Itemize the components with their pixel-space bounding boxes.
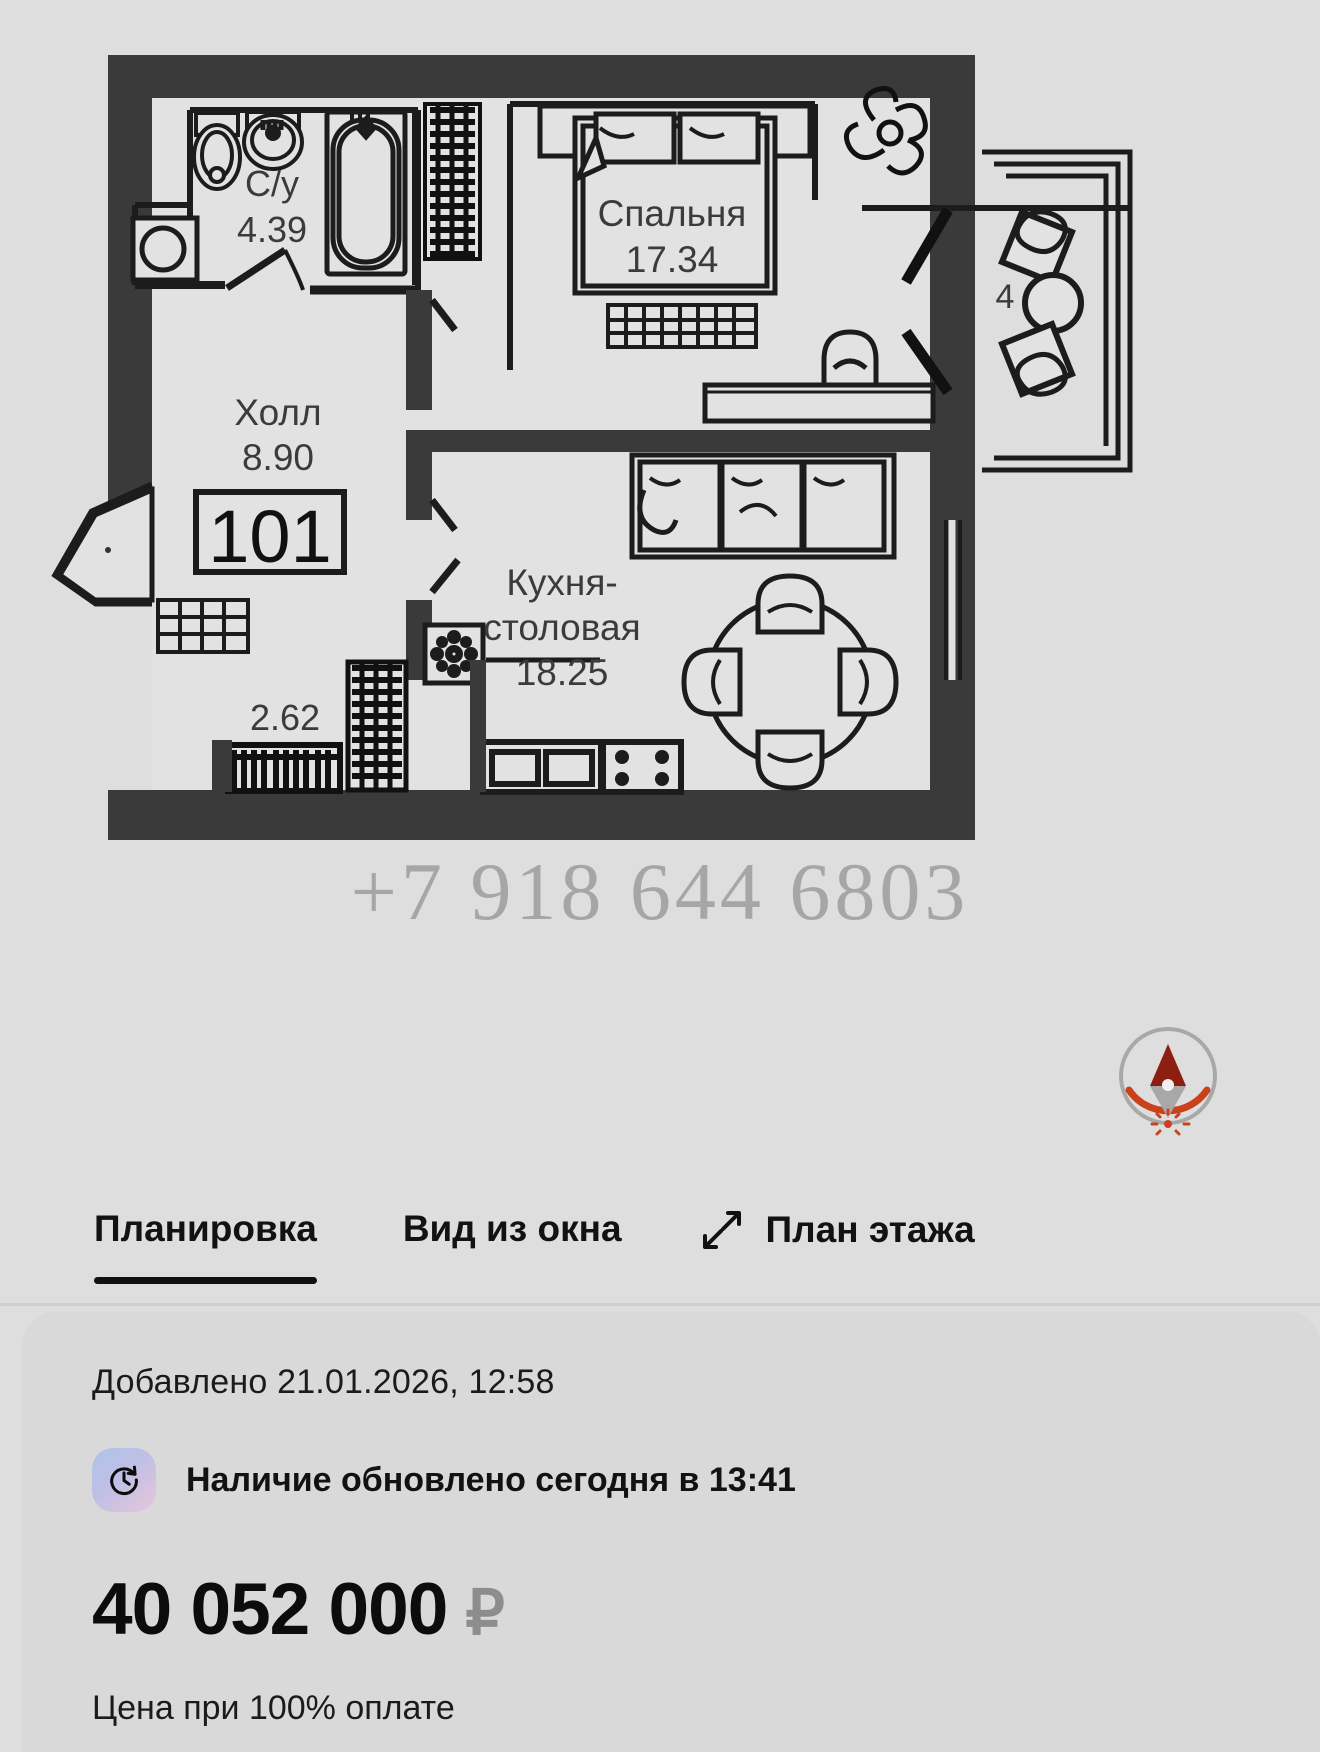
svg-text:2.62: 2.62 — [250, 697, 320, 738]
svg-text:Холл: Холл — [234, 392, 321, 433]
svg-text:Кухня-: Кухня- — [506, 562, 617, 603]
floor-plan-viewport[interactable]: С/у 4.39 Спальня 17.34 Холл 8.90 101 Кух… — [0, 0, 1320, 1190]
svg-text:4: 4 — [996, 278, 1015, 316]
svg-text:17.34: 17.34 — [626, 239, 719, 280]
tab-plan-etazha[interactable]: План этажа — [700, 1190, 975, 1252]
svg-text:С/у: С/у — [245, 163, 299, 204]
price-currency: ₽ — [465, 1579, 505, 1648]
svg-text:8.90: 8.90 — [242, 437, 314, 478]
tab-vid-iz-okna-label: Вид из окна — [402, 1208, 622, 1249]
svg-text:101: 101 — [208, 495, 331, 578]
compass-icon[interactable] — [1108, 1018, 1228, 1138]
added-date: Добавлено 21.01.2026, 12:58 — [92, 1363, 555, 1401]
svg-text:4.39: 4.39 — [237, 209, 307, 250]
history-clock-icon — [92, 1448, 156, 1512]
svg-text:Спальня: Спальня — [598, 193, 747, 234]
price-row: 40 052 000 ₽ — [92, 1568, 1320, 1651]
active-tab-indicator — [94, 1277, 317, 1284]
view-tabs: Планировка Вид из окна План этажа — [0, 1190, 1320, 1303]
svg-text:18.25: 18.25 — [516, 652, 609, 693]
svg-text:столовая: столовая — [483, 607, 640, 648]
availability-row: Наличие обновлено сегодня в 13:41 — [92, 1448, 1320, 1512]
expand-icon — [700, 1208, 744, 1252]
price-value: 40 052 000 — [92, 1569, 448, 1650]
tab-planirovka-label: Планировка — [94, 1208, 317, 1249]
floor-plan-drawing: С/у 4.39 Спальня 17.34 Холл 8.90 101 Кух… — [51, 55, 1133, 840]
price-note: Цена при 100% оплате — [92, 1689, 455, 1727]
tab-vid-iz-okna[interactable]: Вид из окна — [403, 1190, 622, 1250]
tabs-divider — [0, 1303, 1320, 1306]
tab-planirovka[interactable]: Планировка — [94, 1190, 317, 1284]
listing-info-card: Добавлено 21.01.2026, 12:58 Наличие обно… — [22, 1311, 1320, 1752]
tab-plan-etazha-label: План этажа — [765, 1209, 975, 1250]
availability-text: Наличие обновлено сегодня в 13:41 — [186, 1460, 796, 1499]
